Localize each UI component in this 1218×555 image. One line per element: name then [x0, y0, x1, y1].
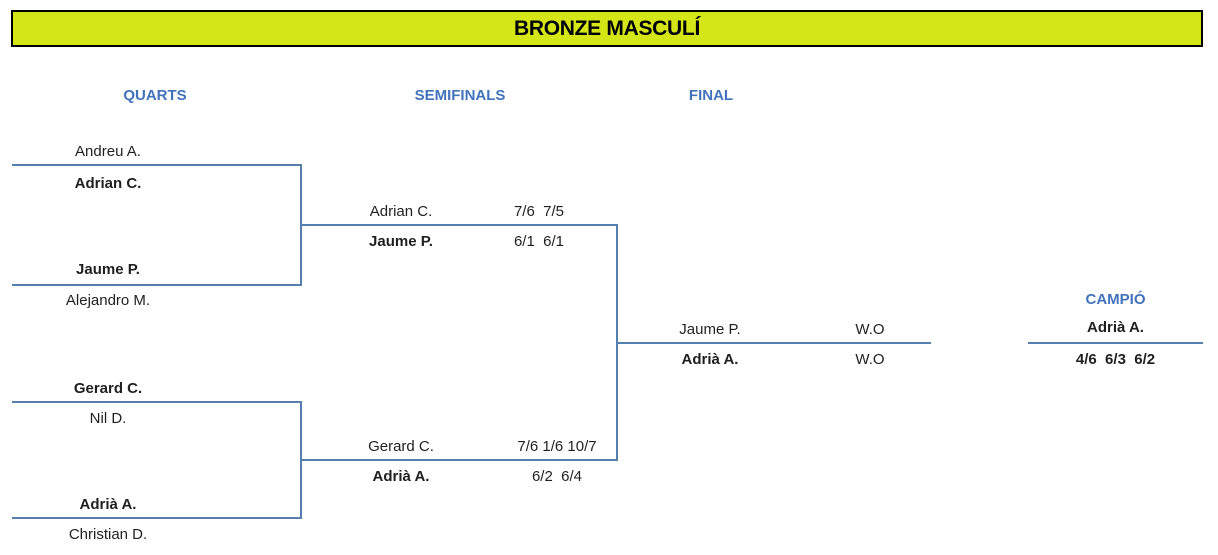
qf1-top-line — [12, 164, 302, 166]
sf-bracket-vertical — [616, 224, 618, 461]
qf1-bottom-line — [12, 284, 302, 286]
sf1-score-bottom: 6/1 6/1 — [513, 233, 565, 250]
champion-score: 4/6 6/3 6/2 — [1075, 351, 1156, 368]
final-line — [618, 342, 931, 344]
qf1-player-bottom: Adrian C. — [74, 175, 142, 192]
sf2-player-bottom: Adrià A. — [372, 468, 430, 485]
round-header-final: FINAL — [688, 87, 734, 104]
qf2-bottom-line — [12, 517, 302, 519]
sf2-score-top: 7/6 1/6 10/7 — [517, 438, 597, 455]
qf3-player-bottom: Nil D. — [89, 410, 127, 427]
sf2-line — [300, 459, 618, 461]
qf1-player-top: Andreu A. — [75, 143, 141, 160]
qf2-player-top: Jaume P. — [76, 261, 140, 278]
final-score-bottom: W.O — [855, 351, 885, 368]
round-header-quarts: QUARTS — [123, 87, 187, 104]
champion-name: Adrià A. — [1087, 319, 1144, 336]
qf2-player-bottom: Alejandro M. — [65, 292, 151, 309]
round-header-semifinals: SEMIFINALS — [414, 87, 506, 104]
champion-label: CAMPIÓ — [1085, 291, 1146, 308]
final-player-bottom: Adrià A. — [681, 351, 739, 368]
sf1-player-bottom: Jaume P. — [369, 233, 433, 250]
qf4-player-top: Adrià A. — [79, 496, 137, 513]
title-banner: BRONZE MASCULÍ — [11, 10, 1203, 47]
sf1-score-top: 7/6 7/5 — [513, 203, 565, 220]
qf4-player-bottom: Christian D. — [68, 526, 148, 543]
page-title: BRONZE MASCULÍ — [514, 16, 700, 40]
sf2-score-bottom: 6/2 6/4 — [531, 468, 583, 485]
final-player-top: Jaume P. — [679, 321, 741, 338]
qf2-top-line — [12, 401, 302, 403]
final-score-top: W.O — [855, 321, 885, 338]
sf1-line — [300, 224, 618, 226]
sf2-player-top: Gerard C. — [368, 438, 434, 455]
qf3-player-top: Gerard C. — [73, 380, 143, 397]
sf1-player-top: Adrian C. — [369, 203, 433, 220]
champion-line — [1028, 342, 1203, 344]
